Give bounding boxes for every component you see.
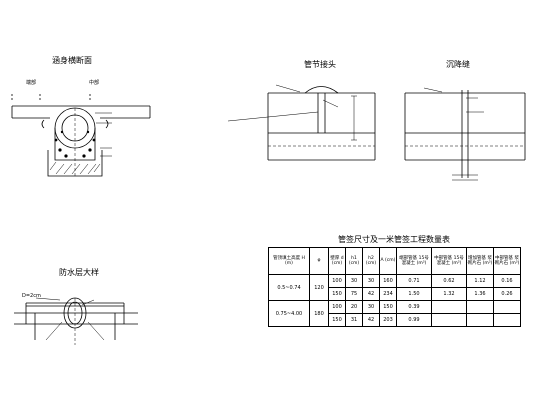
rubble-cell [466,300,494,314]
wall-d-cell: 100 [328,274,346,288]
foundation-cell: 1.32 [431,287,467,301]
concrete-cell: 0.39 [396,300,432,314]
h2-cell: 30 [362,300,380,314]
h2-cell: 42 [362,287,380,301]
culvert-cross-section-title: 涵身横断面 [52,56,92,65]
header-fill-height: 管顶填土高度 H (m) [268,247,310,275]
wall-d-cell: 100 [328,300,346,314]
table-row: 150 75 42 234 1.50 1.32 1.36 0.26 [269,287,521,301]
header-wall-d: 壁厚 d (cm) [328,247,346,275]
waterproof-detail-drawing [14,297,138,345]
mortar-cell: 0.16 [493,274,521,288]
end-section-label: 端部 [26,80,37,86]
a-cell: 234 [379,287,397,301]
h1-cell: 20 [345,300,363,314]
foundation-cell [431,313,467,327]
center-section-label: 中部 [89,80,100,86]
header-h1: h1 (cm) [345,247,363,275]
concrete-cell: 0.99 [396,313,432,327]
pipe-joint-title: 管节接头 [304,60,336,69]
h2-cell: 30 [362,274,380,288]
table-row: 0.75~4.00 180 100 20 30 150 0.39 [268,300,521,327]
culvert-cross-section-drawing [11,92,151,177]
fill-height-cell: 0.5~0.74 [268,274,310,301]
settlement-joint-title: 沉降缝 [446,60,470,69]
h2-cell: 42 [362,313,380,327]
h1-cell: 75 [345,287,363,301]
a-cell: 160 [379,274,397,288]
mortar-cell: 0.26 [493,287,521,301]
quantity-table: 管顶填土高度 H (m) φ 壁厚 d (cm) h1 (cm) h2 (cm)… [268,247,521,327]
phi-cell: 120 [309,274,329,301]
header-mortar: 中部管基 浆砌片石 (m³) [493,247,521,275]
h1-cell: 31 [345,313,363,327]
waterproof-detail-title: 防水层大样 [59,268,99,277]
h1-cell: 30 [345,274,363,288]
header-a: A (cm) [379,247,397,275]
wall-d-cell: 150 [328,313,346,327]
foundation-cell [431,300,467,314]
concrete-cell: 1.50 [396,287,432,301]
phi-cell: 180 [309,300,329,327]
a-cell: 150 [379,300,397,314]
quantity-table-title: 管签尺寸及一米管签工程数量表 [338,235,450,244]
fill-height-cell: 0.75~4.00 [268,300,310,327]
table-row: 150 31 42 203 0.99 [269,313,521,327]
pipe-joint-drawing [227,84,376,161]
table-row: 0.5~0.74 120 100 30 30 160 0.71 0.62 1.1… [268,274,521,301]
foundation-cell: 0.62 [431,274,467,288]
header-foundation: 中部管基 15号混凝土 (m³) [431,247,467,275]
table-header-row: 管顶填土高度 H (m) φ 壁厚 d (cm) h1 (cm) h2 (cm)… [268,247,521,275]
a-cell: 203 [379,313,397,327]
settlement-joint-drawing [404,87,526,181]
waterproof-thickness-label: D=2cm [22,293,41,299]
mortar-cell [493,313,521,327]
rubble-cell: 1.36 [466,287,494,301]
rubble-cell: 1.12 [466,274,494,288]
header-rubble: 增加管基 浆砌片石 (m³) [466,247,494,275]
header-concrete: 端部管基 15号混凝土 (m³) [396,247,432,275]
header-h2: h2 (cm) [362,247,380,275]
rubble-cell [466,313,494,327]
concrete-cell: 0.71 [396,274,432,288]
mortar-cell [493,300,521,314]
header-phi: φ [309,247,329,275]
wall-d-cell: 150 [328,287,346,301]
